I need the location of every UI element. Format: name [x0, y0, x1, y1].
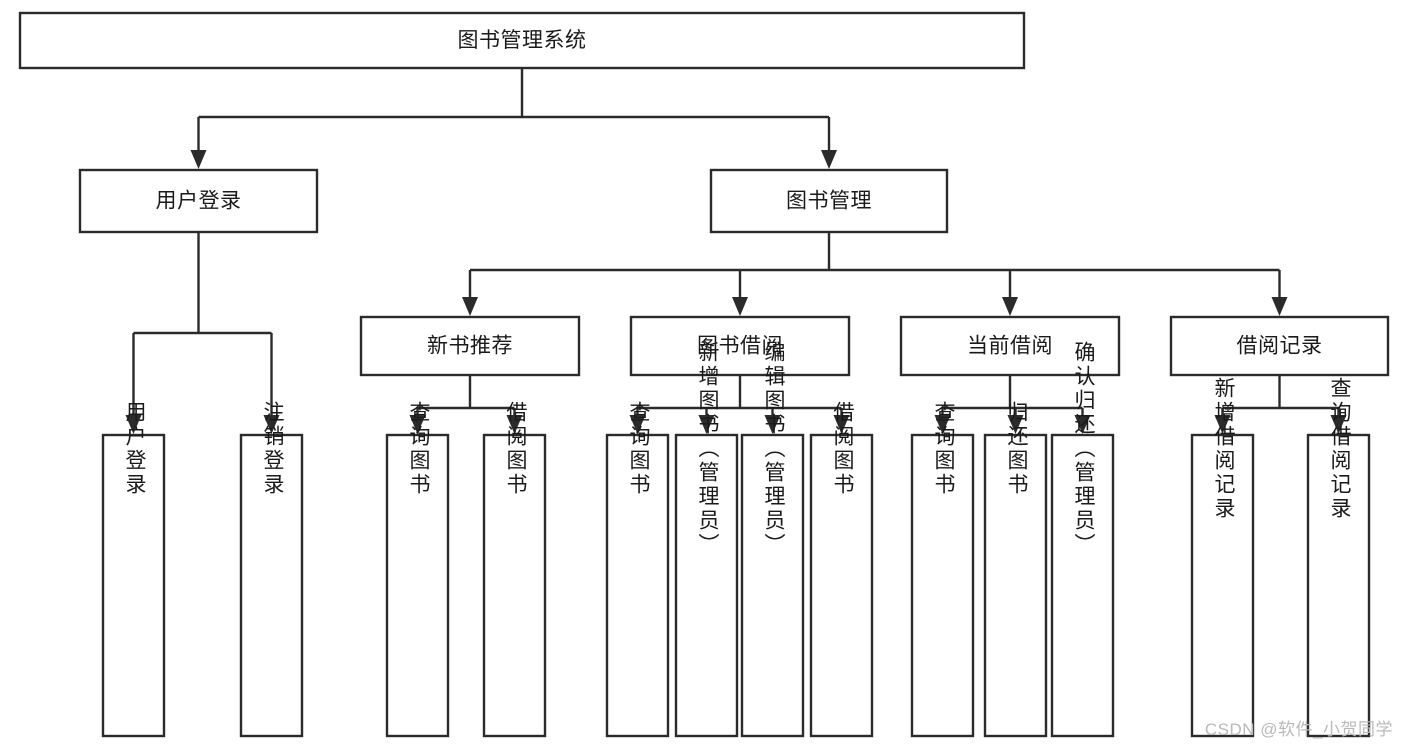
- arrow-head-icon: [1214, 415, 1231, 434]
- node-box: [910, 433, 975, 738]
- node-leaf-edit-book[interactable]: 编辑图书（管理员）: [740, 341, 805, 738]
- node-layer: 图书管理系统用户登录图书管理新书推荐图书借阅当前借阅借阅记录用户登录注销登录查询…: [18, 11, 1390, 738]
- node-label: 借阅图书: [831, 401, 855, 497]
- node-leaf-user-login[interactable]: 用户登录: [101, 401, 166, 738]
- node-box: [1050, 433, 1115, 738]
- node-leaf-borrow-book[interactable]: 借阅图书: [809, 401, 874, 738]
- node-leaf-query-book-rec[interactable]: 查询图书: [385, 401, 450, 738]
- node-label: 注销登录: [261, 401, 285, 497]
- node-box: [78, 168, 319, 234]
- node-borrow-record[interactable]: 借阅记录: [1169, 315, 1390, 377]
- node-label: 用户登录: [123, 401, 147, 497]
- arrow-head-icon: [1002, 297, 1018, 316]
- node-box: [629, 315, 851, 377]
- node-box: [18, 11, 1026, 70]
- node-leaf-query-book-borrow[interactable]: 查询图书: [605, 401, 670, 738]
- node-label: 查询图书: [627, 401, 651, 497]
- node-label: 图书借阅: [697, 335, 783, 358]
- arrow-head-icon: [629, 415, 646, 434]
- arrow-head-icon: [125, 415, 142, 434]
- arrow-head-icon: [409, 415, 426, 434]
- node-leaf-borrow-book-rec[interactable]: 借阅图书: [482, 401, 547, 738]
- arrow-head-icon: [732, 297, 748, 316]
- node-box: [385, 433, 450, 738]
- node-book-borrow[interactable]: 图书借阅: [629, 315, 851, 377]
- node-box: [1169, 315, 1390, 377]
- node-box: [983, 433, 1048, 738]
- node-book-manage[interactable]: 图书管理: [709, 168, 949, 234]
- node-box: [101, 433, 166, 738]
- node-label: 确认归还（管理员）: [1072, 341, 1096, 557]
- node-label: 当前借阅: [967, 335, 1053, 358]
- arrow-head-icon: [698, 415, 715, 434]
- node-box: [239, 433, 304, 738]
- arrow-head-icon: [1271, 297, 1288, 316]
- node-box: [1306, 433, 1371, 738]
- node-root[interactable]: 图书管理系统: [18, 11, 1026, 70]
- arrow-head-icon: [1007, 415, 1024, 434]
- arrow-head-icon: [1074, 415, 1091, 434]
- node-label: 查询借阅记录: [1328, 377, 1352, 521]
- node-label: 查询图书: [407, 401, 431, 497]
- node-label: 借阅记录: [1237, 335, 1323, 358]
- node-leaf-add-record[interactable]: 新增借阅记录: [1190, 377, 1255, 738]
- node-box: [899, 315, 1121, 377]
- node-label: 新增图书（管理员）: [696, 341, 720, 557]
- node-leaf-query-record[interactable]: 查询借阅记录: [1306, 377, 1371, 738]
- node-box: [674, 433, 739, 738]
- node-current-borrow[interactable]: 当前借阅: [899, 315, 1121, 377]
- node-box: [809, 433, 874, 738]
- node-box: [359, 315, 581, 377]
- node-leaf-logout[interactable]: 注销登录: [239, 401, 304, 738]
- arrow-head-icon: [190, 150, 207, 169]
- arrow-head-icon: [821, 150, 837, 169]
- node-label: 归还图书: [1005, 401, 1029, 497]
- node-leaf-query-book-cur[interactable]: 查询图书: [910, 401, 975, 738]
- arrow-head-icon: [506, 415, 523, 434]
- node-box: [709, 168, 949, 234]
- node-user-login[interactable]: 用户登录: [78, 168, 319, 234]
- node-label: 借阅图书: [504, 401, 528, 497]
- arrow-head-icon: [833, 415, 850, 434]
- node-box: [605, 433, 670, 738]
- node-leaf-return-book[interactable]: 归还图书: [983, 401, 1048, 738]
- arrow-head-icon: [263, 415, 280, 434]
- node-box: [740, 433, 805, 738]
- arrow-head-icon: [934, 415, 951, 434]
- node-label: 图书管理: [786, 190, 872, 213]
- node-box: [1190, 433, 1255, 738]
- node-label: 查询图书: [932, 401, 956, 497]
- node-label: 新增借阅记录: [1212, 377, 1236, 521]
- node-label: 图书管理系统: [458, 29, 587, 52]
- arrow-head-icon: [1330, 415, 1347, 434]
- node-label: 新书推荐: [427, 335, 513, 358]
- node-label: 用户登录: [156, 190, 242, 213]
- arrow-head-icon: [462, 297, 478, 316]
- arrow-head-icon: [764, 415, 781, 434]
- node-box: [482, 433, 547, 738]
- node-leaf-confirm-return[interactable]: 确认归还（管理员）: [1050, 341, 1115, 738]
- node-label: 编辑图书（管理员）: [762, 341, 786, 557]
- node-leaf-add-book[interactable]: 新增图书（管理员）: [674, 341, 739, 738]
- connector-layer: [125, 68, 1347, 434]
- node-new-book-rec[interactable]: 新书推荐: [359, 315, 581, 377]
